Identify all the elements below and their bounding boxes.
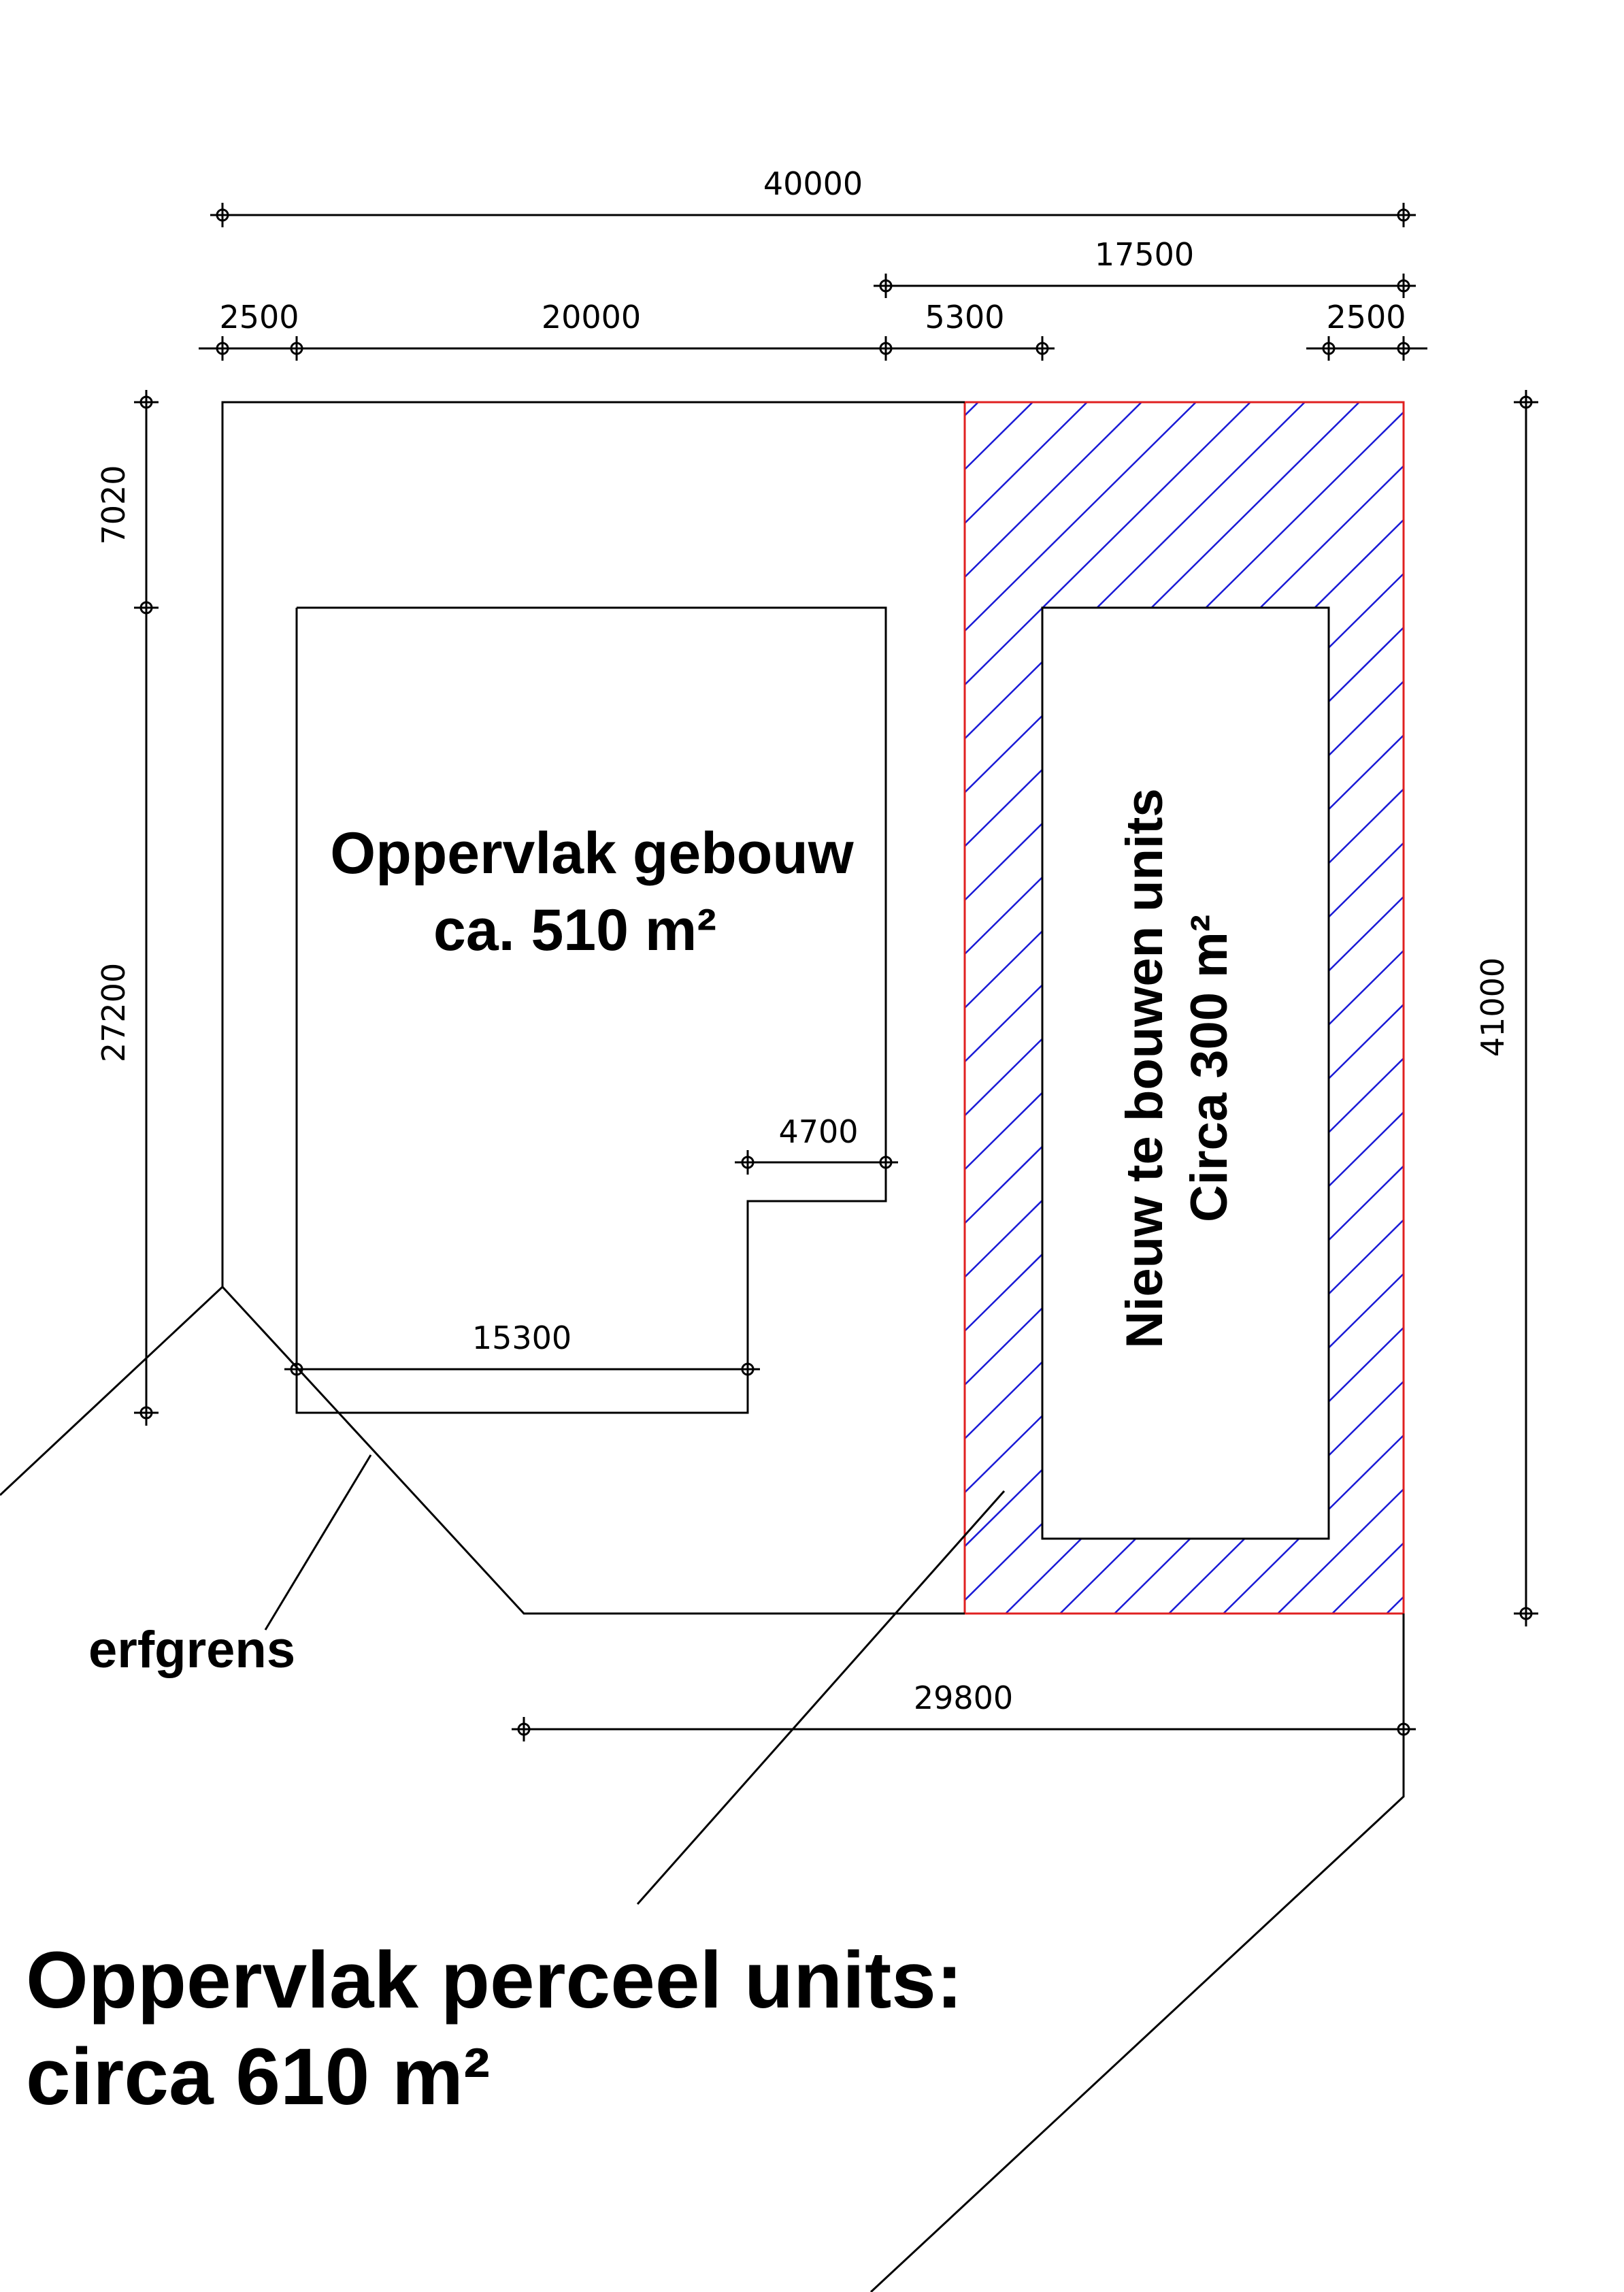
dim-total-depth: 41000 [1474,957,1511,1057]
hatch-line [965,402,1265,1614]
plot-hatching [965,389,1624,1627]
boundary-label: erfgrens [88,1621,295,1679]
dimension-tick [1391,203,1416,227]
plot-units-outline [963,401,1405,1615]
hatch-line [965,402,1101,1614]
hatch-line [965,402,1156,1614]
dimension-tick [134,1401,159,1425]
hatch-line [965,402,1404,1614]
dimension-tick [874,1150,898,1175]
dimension-tick [1391,274,1416,298]
dimension-ticks [134,203,1538,1741]
units-label-line1: Nieuw te bouwen units [1116,788,1174,1348]
plot-area-leader [636,1490,1006,1905]
hatch-line [1536,389,1624,1627]
boundary-extension-left [0,1286,224,1496]
dim-right-part: 17500 [1095,236,1194,273]
erfgrens-leader [264,1454,372,1631]
dimension-tick [874,274,898,298]
hatch-line [965,402,1374,1614]
dim-building-width: 20000 [542,299,641,335]
dimension-tick [1514,1601,1538,1626]
building-label-line1: Oppervlak gebouw [330,821,854,886]
dim-bottom-width: 29800 [914,1680,1013,1716]
hatch-line [965,402,1404,1614]
hatch-line [965,402,993,1614]
dimension-tick [1030,336,1055,361]
dim-right-margin: 2500 [1326,299,1406,335]
new-units-outline [1041,606,1330,1540]
dimension-tick [735,1357,760,1381]
dim-left-margin: 2500 [219,299,299,335]
dimension-tick [284,336,309,361]
dim-notch: 4700 [778,1113,858,1150]
plot-area-label-line1: Oppervlak perceel units: [26,1935,963,2025]
hatch-line [1155,402,1404,1614]
hatch-line [965,402,1210,1614]
hatch-line [965,402,1404,1614]
dimension-tick [1514,390,1538,414]
dimension-tick [1391,1717,1416,1741]
hatch-line [965,402,1404,1614]
hatch-line [1318,402,1404,1614]
dimension-tick [210,203,235,227]
dimension-tick [134,595,159,620]
building-label-line2: ca. 510 m² [433,898,716,963]
dim-gap: 5300 [925,299,1004,335]
property-boundary [221,401,965,1615]
plot-area-label-line2: circa 610 m² [26,2032,490,2122]
dim-building-bottom: 15300 [472,1320,571,1356]
dim-building-depth: 27200 [95,963,132,1062]
units-label-line2: Circa 300 m² [1180,915,1238,1222]
dimension-tick [1316,336,1341,361]
hatch-line [965,402,1404,1614]
dimension-tick [735,1150,760,1175]
hatch-line [965,402,1047,1614]
dimension-tick [210,336,235,361]
dim-top-depth: 7020 [95,465,132,544]
dimension-tick [134,390,159,414]
hatch-line [965,402,1404,1614]
hatch-line [965,402,1404,1614]
hatch-line [965,402,1404,1614]
dim-overall-width: 40000 [763,165,863,202]
existing-building-outline [295,606,887,1414]
hatch-line [965,402,1404,1614]
hatch-line [965,402,1319,1614]
dimension-tick [1391,336,1416,361]
dimension-tick [512,1717,536,1741]
dimension-tick [284,1357,309,1381]
boundary-extension-right [869,1614,1405,2292]
dimension-tick [874,336,898,361]
